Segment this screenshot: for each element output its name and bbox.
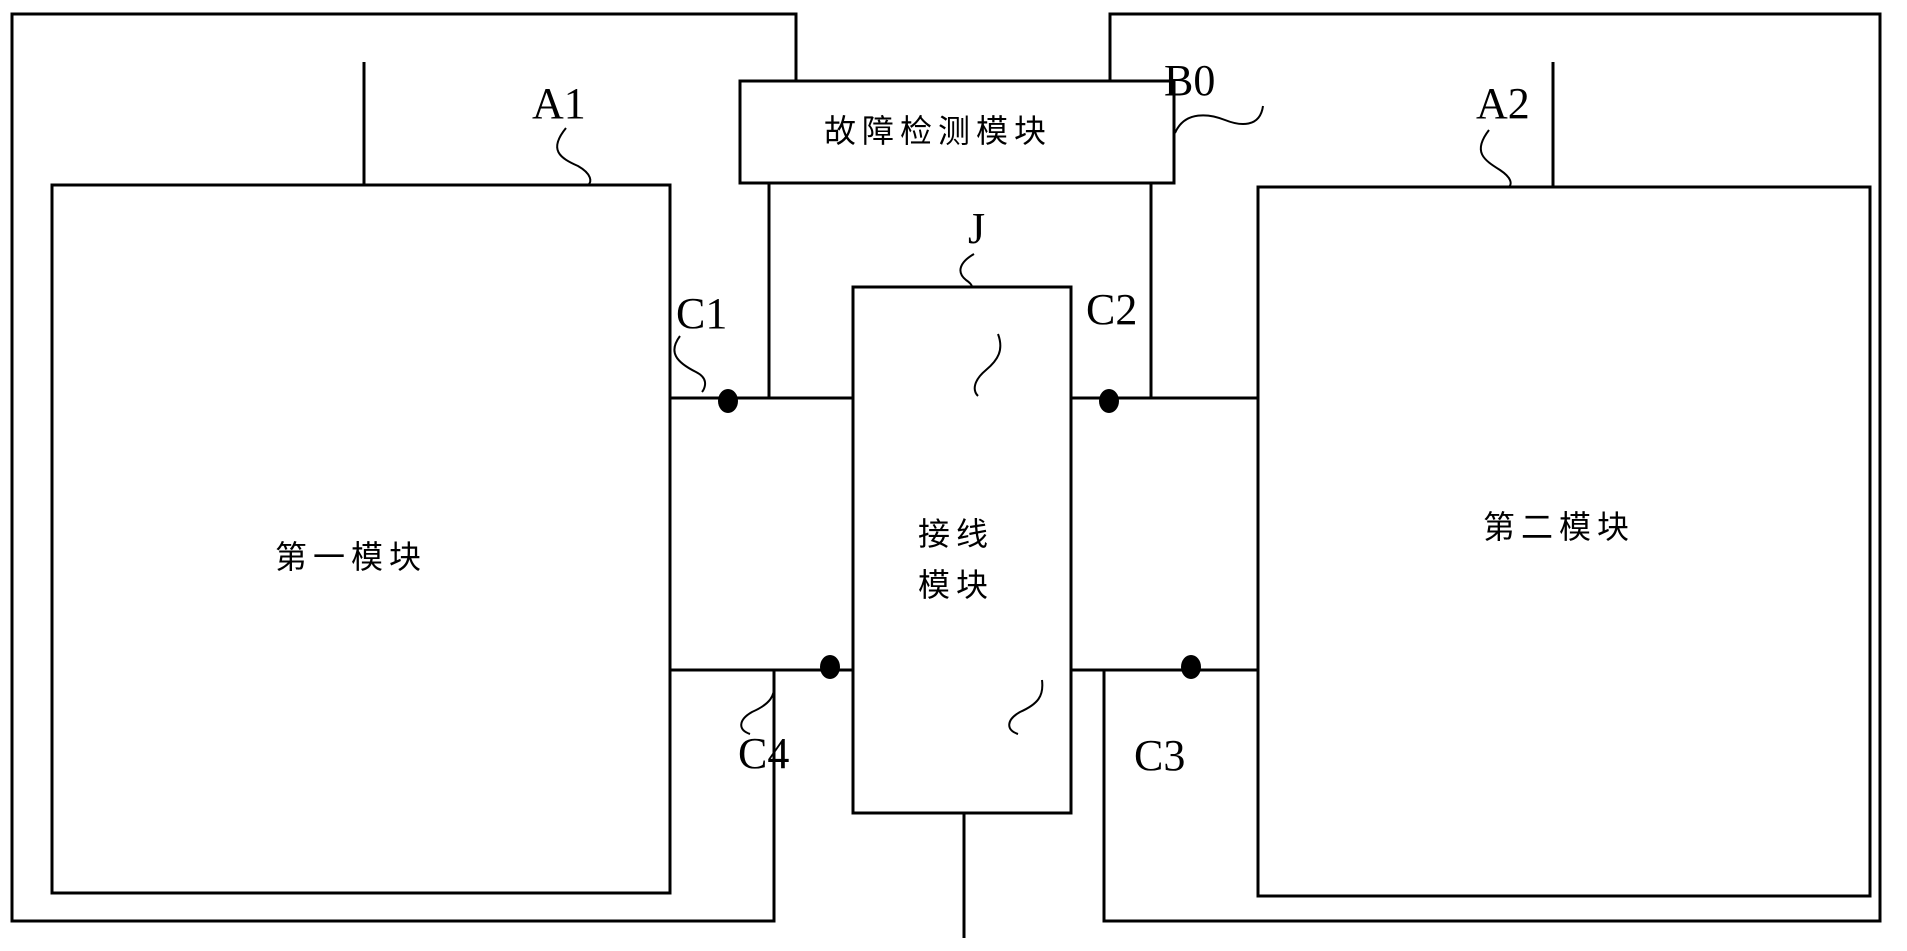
c1-node bbox=[718, 389, 738, 413]
c4-leader bbox=[740, 679, 776, 735]
c1-label: C1 bbox=[676, 289, 727, 338]
a2-leader bbox=[1479, 129, 1512, 188]
right-outer-wire bbox=[1102, 12, 1882, 923]
left-outer-wire bbox=[10, 12, 798, 923]
b0-leader bbox=[1174, 105, 1264, 134]
wiring-module-box bbox=[851, 285, 1073, 815]
fault-detection-module-text: 故障检测模块 bbox=[824, 112, 1052, 150]
c4-label: C4 bbox=[738, 729, 789, 778]
b0-ref-label: B0 bbox=[1164, 56, 1215, 105]
c1-leader bbox=[673, 335, 706, 393]
first-module-box bbox=[50, 183, 672, 895]
c2-label: C2 bbox=[1086, 285, 1137, 334]
j-leader bbox=[959, 253, 975, 288]
c3-label: C3 bbox=[1134, 731, 1185, 780]
fault-detection-module-box bbox=[738, 79, 1176, 185]
c3-leader bbox=[1008, 679, 1044, 735]
wiring-module-text-line1: 接线 bbox=[918, 515, 994, 553]
c2-node bbox=[1099, 389, 1119, 413]
second-module-box bbox=[1256, 185, 1872, 898]
first-module-text: 第一模块 bbox=[275, 538, 427, 576]
a2-ref-label: A2 bbox=[1476, 79, 1530, 128]
wiring-module-text-line2: 模块 bbox=[918, 566, 994, 604]
c2-leader bbox=[973, 333, 1002, 397]
a1-leader bbox=[556, 127, 592, 186]
second-module-text: 第二模块 bbox=[1483, 508, 1635, 546]
j-ref-label: J bbox=[968, 204, 985, 253]
c4-node bbox=[820, 655, 840, 679]
a1-ref-label: A1 bbox=[532, 79, 586, 128]
c3-node bbox=[1181, 655, 1201, 679]
